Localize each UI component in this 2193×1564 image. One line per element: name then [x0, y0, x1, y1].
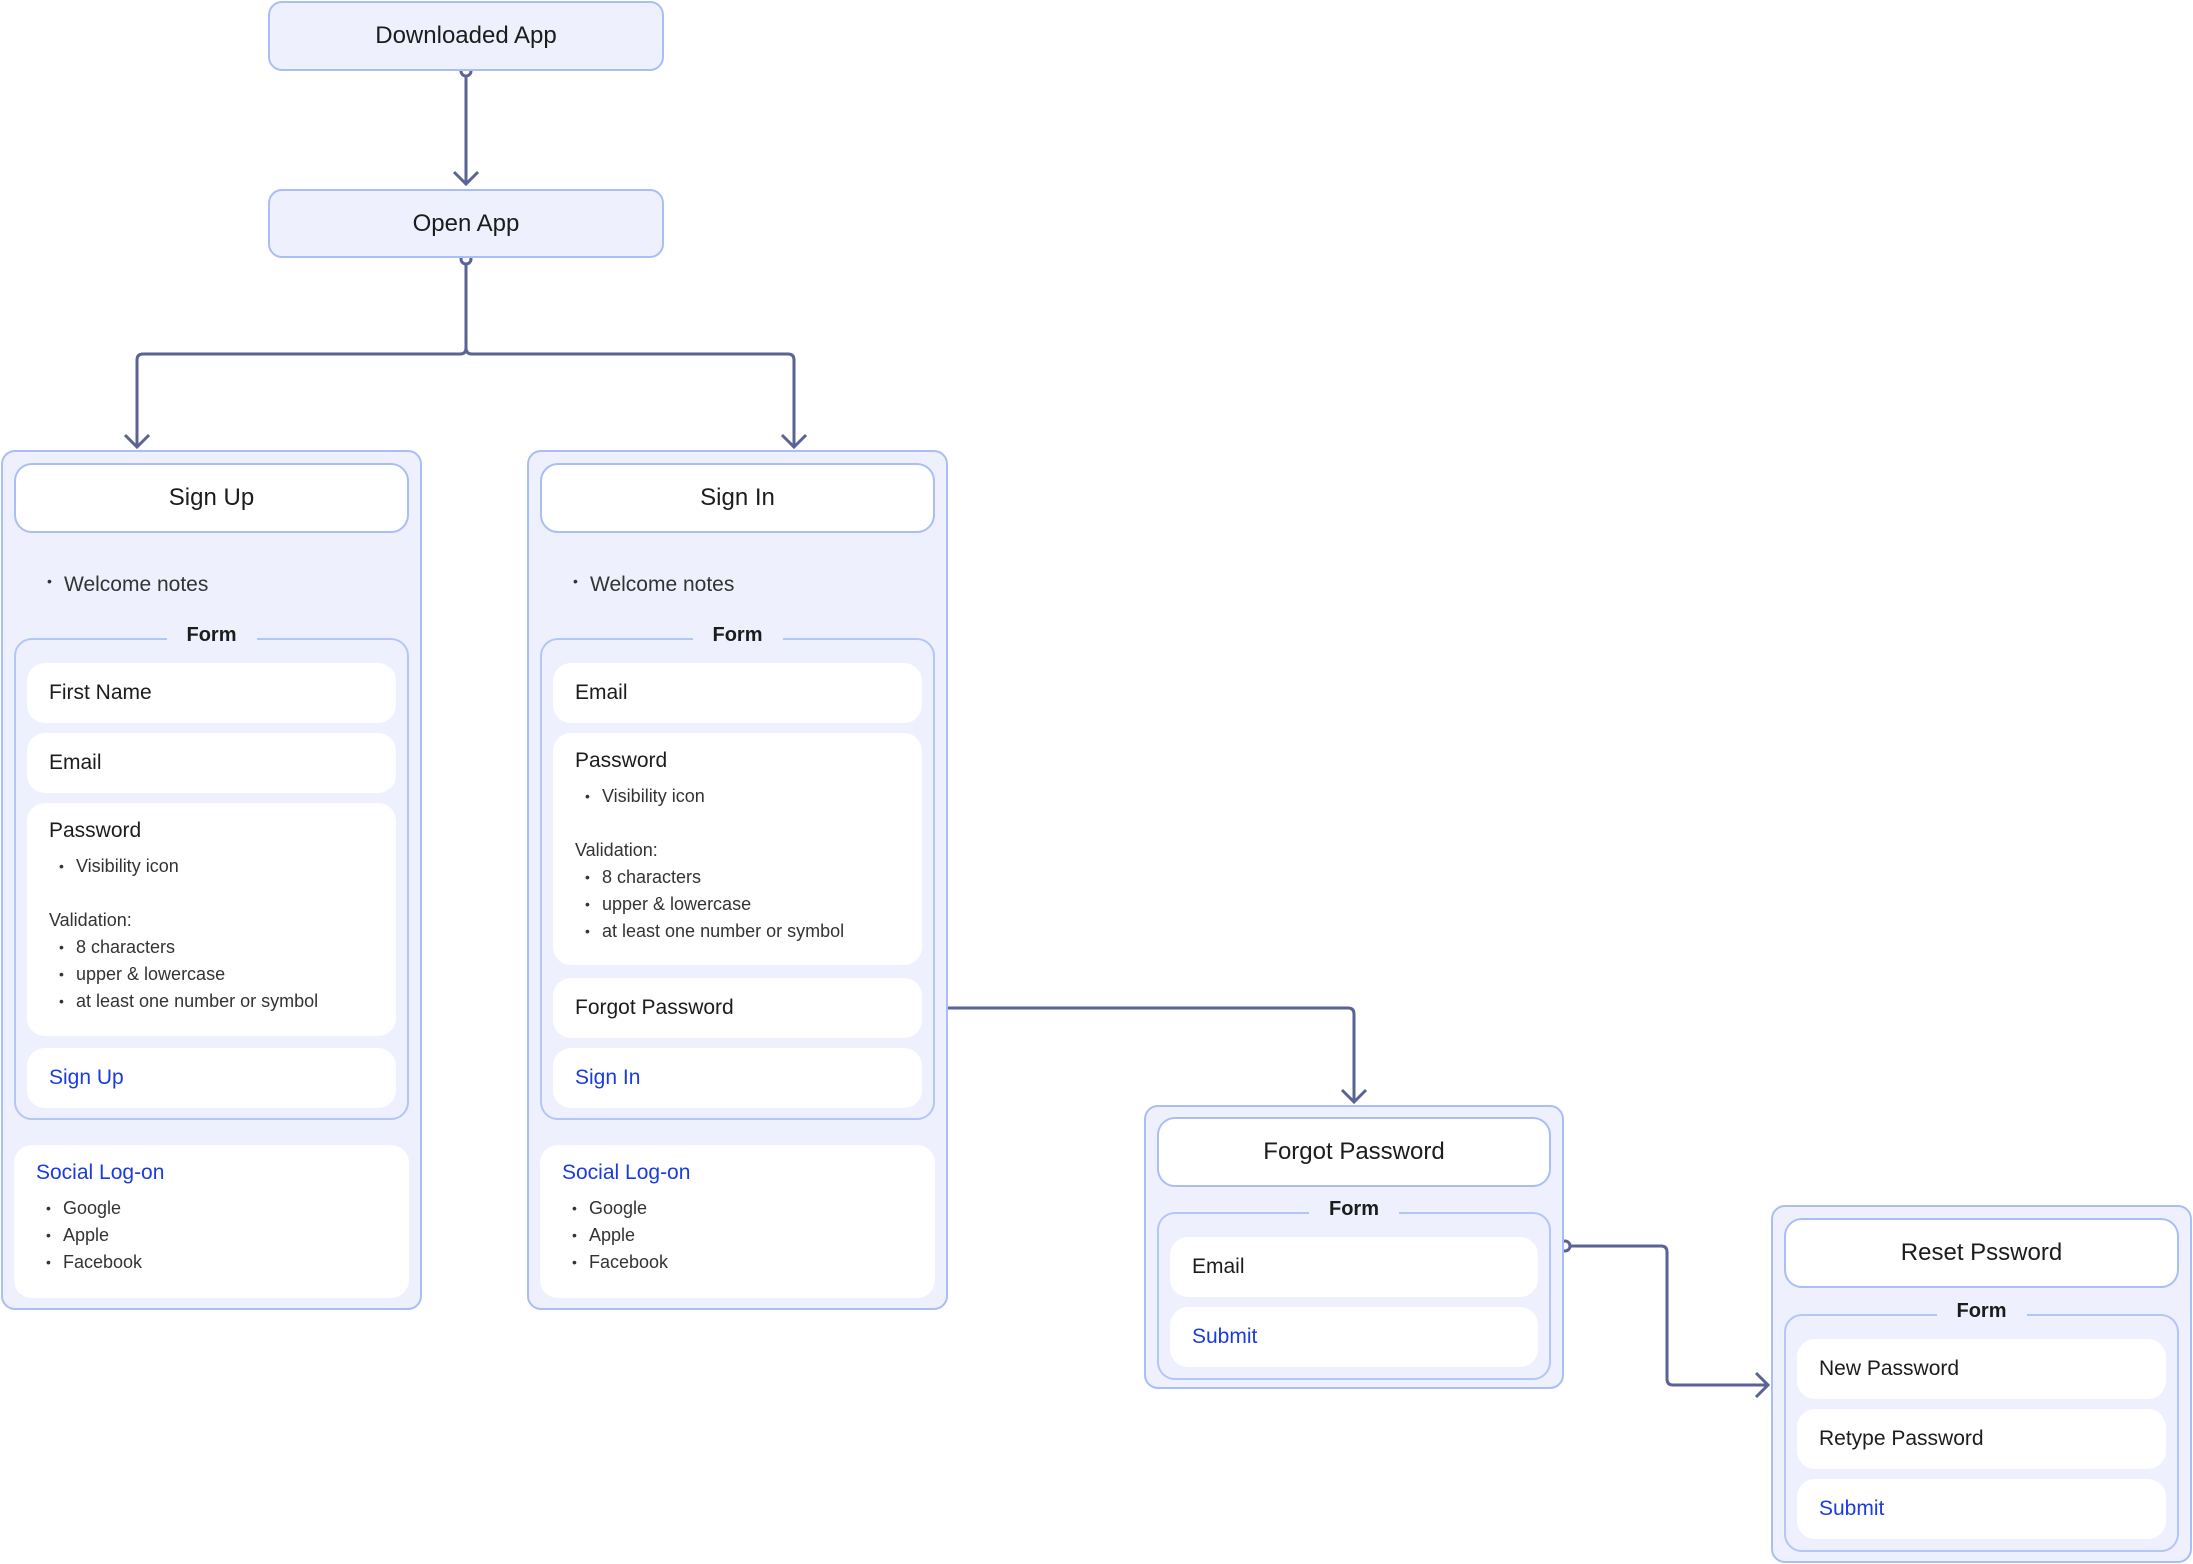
welcome-item: Welcome notes: [37, 573, 208, 597]
email-field[interactable]: Email: [553, 663, 922, 723]
signup-form: Form First Name Email Password Visibilit…: [14, 624, 409, 1120]
social-apple[interactable]: Apple: [562, 1222, 913, 1249]
social-facebook[interactable]: Facebook: [36, 1249, 387, 1276]
validation-rule: 8 characters: [49, 934, 374, 961]
social-logon: Social Log-on Google Apple Facebook: [14, 1145, 409, 1298]
password-label: Password: [49, 819, 142, 842]
first-name-field[interactable]: First Name: [27, 663, 396, 723]
validation-rule: at least one number or symbol: [575, 918, 900, 945]
validation-rule: upper & lowercase: [575, 891, 900, 918]
reset-password-panel: Reset Pssword Form New Password Retype P…: [1771, 1205, 2192, 1563]
visibility-icon-note: Visibility icon: [575, 783, 900, 810]
social-google[interactable]: Google: [36, 1195, 387, 1222]
welcome-item: Welcome notes: [563, 573, 734, 597]
new-password-field[interactable]: New Password: [1797, 1339, 2166, 1399]
form-legend: Form: [166, 624, 257, 647]
connector-downloaded-open: [452, 76, 480, 187]
forgot-password-field[interactable]: Forgot Password: [553, 978, 922, 1038]
social-apple[interactable]: Apple: [36, 1222, 387, 1249]
reset-form: Form New Password Retype Password Submit: [1784, 1300, 2179, 1552]
validation-label: Validation:: [575, 840, 658, 860]
node-open-app: Open App: [268, 189, 664, 258]
visibility-icon-note: Visibility icon: [49, 853, 374, 880]
signin-form: Form Email Password Visibility icon Vali…: [540, 624, 935, 1120]
node-downloaded-app: Downloaded App: [268, 1, 664, 71]
reset-password-title: Reset Pssword: [1784, 1218, 2179, 1288]
password-field[interactable]: Password Visibility icon Validation: 8 c…: [553, 733, 922, 965]
submit-button[interactable]: Submit: [1170, 1307, 1538, 1367]
welcome-notes: Welcome notes: [37, 573, 208, 597]
validation-rule: upper & lowercase: [49, 961, 374, 988]
forgot-password-title: Forgot Password: [1157, 1117, 1551, 1187]
welcome-notes: Welcome notes: [563, 573, 734, 597]
form-legend: Form: [1936, 1300, 2027, 1323]
retype-password-field[interactable]: Retype Password: [1797, 1409, 2166, 1469]
validation-rule: 8 characters: [575, 864, 900, 891]
connector-reset: [1570, 1244, 1771, 1399]
email-field[interactable]: Email: [1170, 1237, 1538, 1297]
social-logon-link[interactable]: Social Log-on: [36, 1161, 165, 1184]
signup-title: Sign Up: [14, 463, 409, 533]
signin-button[interactable]: Sign In: [553, 1048, 922, 1108]
signin-panel: Sign In Welcome notes Form Email Passwor…: [527, 450, 948, 1310]
signup-button[interactable]: Sign Up: [27, 1048, 396, 1108]
social-logon: Social Log-on Google Apple Facebook: [540, 1145, 935, 1298]
validation-rule: at least one number or symbol: [49, 988, 374, 1015]
form-legend: Form: [1309, 1198, 1399, 1221]
forgot-form: Form Email Submit: [1157, 1198, 1551, 1380]
password-label: Password: [575, 749, 668, 772]
social-logon-link[interactable]: Social Log-on: [562, 1161, 691, 1184]
connector-open-branches: [123, 264, 808, 450]
forgot-password-panel: Forgot Password Form Email Submit: [1144, 1105, 1564, 1389]
email-field[interactable]: Email: [27, 733, 396, 793]
password-field[interactable]: Password Visibility icon Validation: 8 c…: [27, 803, 396, 1036]
social-facebook[interactable]: Facebook: [562, 1249, 913, 1276]
social-google[interactable]: Google: [562, 1195, 913, 1222]
submit-button[interactable]: Submit: [1797, 1479, 2166, 1539]
signin-title: Sign In: [540, 463, 935, 533]
signup-panel: Sign Up Welcome notes Form First Name Em…: [1, 450, 422, 1310]
form-legend: Form: [692, 624, 783, 647]
connector-forgot: [920, 1006, 1368, 1105]
validation-label: Validation:: [49, 910, 132, 930]
